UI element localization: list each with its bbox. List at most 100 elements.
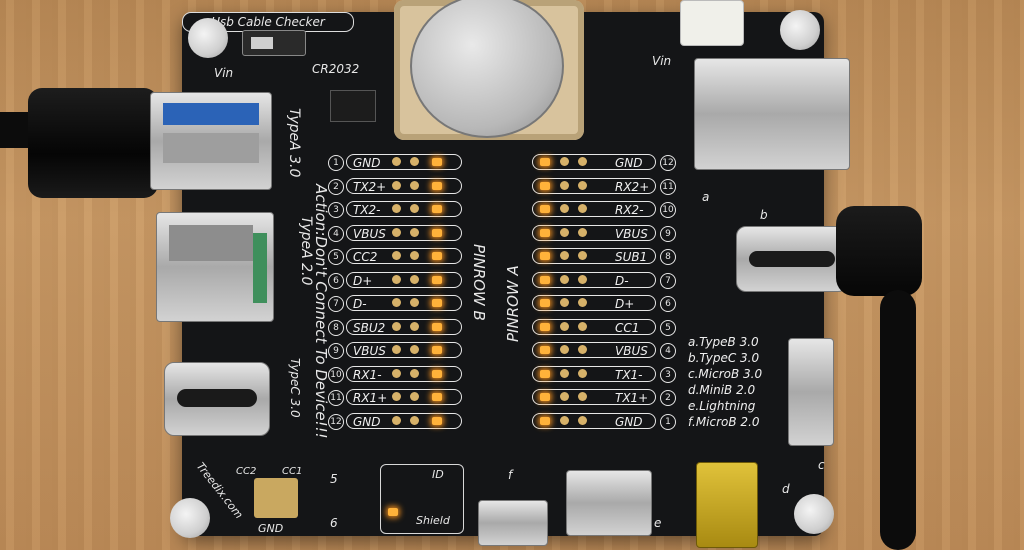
pin-label: GND [346, 154, 462, 170]
pin-pad [392, 321, 401, 331]
pin-pad [560, 251, 569, 260]
right-pin-row: TX1-3 [532, 365, 676, 384]
pin-label: RX1- [346, 365, 462, 382]
pin-pad [560, 180, 569, 190]
port-a-marker: a [702, 190, 710, 204]
pin-number: 9 [328, 343, 344, 359]
usb-plug-left-housing [28, 88, 158, 198]
legend-item-d: d.MiniB 2.0 [688, 383, 756, 397]
pin-number: 10 [328, 366, 344, 383]
pin-pad [410, 274, 419, 284]
usb-c-30-port-left[interactable] [164, 362, 270, 436]
pin-number: 5 [660, 319, 676, 336]
port-b-marker: b [760, 208, 768, 222]
micro-b-30-port[interactable] [788, 338, 834, 446]
gnd-pads [254, 478, 298, 518]
pin-pad [410, 157, 419, 166]
usb-c-30-port-right[interactable] [736, 226, 848, 292]
pin-led [540, 181, 550, 190]
pin-number: 2 [328, 178, 344, 195]
power-switch[interactable] [242, 30, 306, 56]
pin-label: SUB1 [532, 248, 656, 264]
coin-cell-battery [410, 0, 564, 138]
pin-pad [560, 368, 569, 378]
vin-left-label: Vin [214, 66, 234, 80]
pinrow-a-label: PINROW A [504, 265, 522, 342]
usb-b-30-port[interactable] [694, 58, 850, 170]
pin-led [540, 158, 550, 166]
micro-b-20-port[interactable] [478, 500, 548, 546]
usb-a-30-port[interactable] [150, 92, 272, 190]
pin-label: VBUS [346, 224, 462, 241]
pin-label: D- [532, 271, 656, 288]
pin-number: 1 [660, 413, 676, 430]
pin-label: VBUS [532, 224, 656, 241]
typea30-label: TypeA 3.0 [286, 108, 302, 178]
pin-number: 7 [660, 272, 676, 289]
pin-led [540, 393, 550, 401]
gnd-label: GND [258, 522, 284, 535]
pin-pad [410, 321, 419, 331]
pin-pad [578, 180, 587, 190]
legend-item-e: e.Lightning [688, 399, 756, 413]
pin-pad [392, 298, 401, 307]
pin-pad [392, 345, 401, 354]
pin-pad [392, 368, 401, 378]
port-legend: a.TypeB 3.0 b.TypeC 3.0 c.MicroB 3.0 d.M… [688, 334, 762, 430]
port-f-marker: f [508, 468, 513, 482]
port-e-marker: e [654, 516, 662, 530]
pin-led [432, 346, 442, 354]
pin-pad [560, 392, 569, 401]
pin-pad [560, 345, 569, 354]
pin-pad [392, 415, 401, 425]
circle-6-label: 6 [330, 516, 338, 530]
right-pin-row: D-7 [532, 271, 676, 290]
right-pin-row: TX1+2 [532, 389, 676, 407]
mini-b-20-port[interactable] [696, 462, 758, 548]
usb-a-20-port[interactable] [156, 212, 274, 322]
pin-pad [578, 368, 587, 378]
pin-led [432, 228, 442, 237]
pin-pad [560, 204, 569, 213]
id-shield-area [380, 464, 464, 534]
typec30-label: TypeC 3.0 [288, 358, 302, 418]
mount-post-top-right [780, 10, 820, 50]
cc1-label: CC1 [282, 466, 303, 477]
pin-led [432, 322, 442, 331]
pin-led [540, 299, 550, 307]
pin-led [432, 393, 442, 401]
pin-pad [578, 204, 587, 213]
pin-label: TX1- [532, 365, 656, 382]
right-pin-row: RX2+11 [532, 177, 676, 196]
pin-number: 7 [328, 296, 344, 312]
usb-c-cable-right [836, 206, 922, 296]
pin-led [432, 181, 442, 190]
pin-number: 6 [328, 272, 344, 289]
pin-label: D- [346, 295, 462, 311]
pin-label: VBUS [532, 342, 656, 358]
pin-pad [410, 251, 419, 260]
pin-number: 4 [660, 343, 676, 359]
pin-pad [410, 227, 419, 237]
pin-number: 11 [328, 390, 344, 406]
usb-cable-checker-board: Vin CR2032 Vin Usb Cable Checker TypeA 3… [150, 0, 850, 548]
pin-led [540, 252, 550, 260]
pin-led [540, 322, 550, 331]
pin-label: RX2+ [532, 177, 656, 194]
pin-led [540, 369, 550, 378]
pin-number: 3 [328, 202, 344, 218]
pin-pad [410, 298, 419, 307]
pin-label: GND [346, 412, 462, 429]
pin-pad [560, 227, 569, 237]
cc2-label: CC2 [236, 466, 257, 477]
pin-led [540, 416, 550, 425]
lightning-port[interactable] [566, 470, 652, 536]
pin-number: 12 [660, 155, 676, 171]
